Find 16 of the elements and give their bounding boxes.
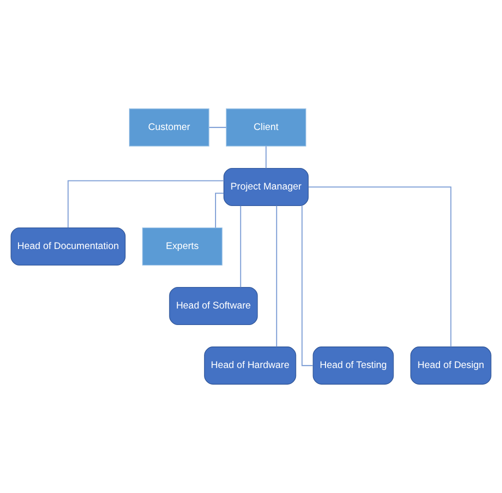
connector [215, 192, 224, 228]
node-box: Head of Testing [312, 346, 394, 385]
connector [266, 146, 267, 168]
connector [276, 206, 278, 347]
node-box: Client [226, 108, 306, 146]
node-box: Head of Hardware [204, 346, 296, 385]
connector [68, 180, 224, 228]
node-box: Experts [142, 227, 222, 266]
node-box: Project Manager [224, 168, 309, 206]
connector [308, 186, 452, 347]
node-box: Head of Software [169, 286, 258, 326]
node-box: Head of Documentation [10, 227, 126, 266]
connector [240, 206, 242, 288]
node-box: Head of Design [410, 346, 492, 385]
connector [209, 126, 226, 128]
node-box: Customer [129, 108, 210, 146]
